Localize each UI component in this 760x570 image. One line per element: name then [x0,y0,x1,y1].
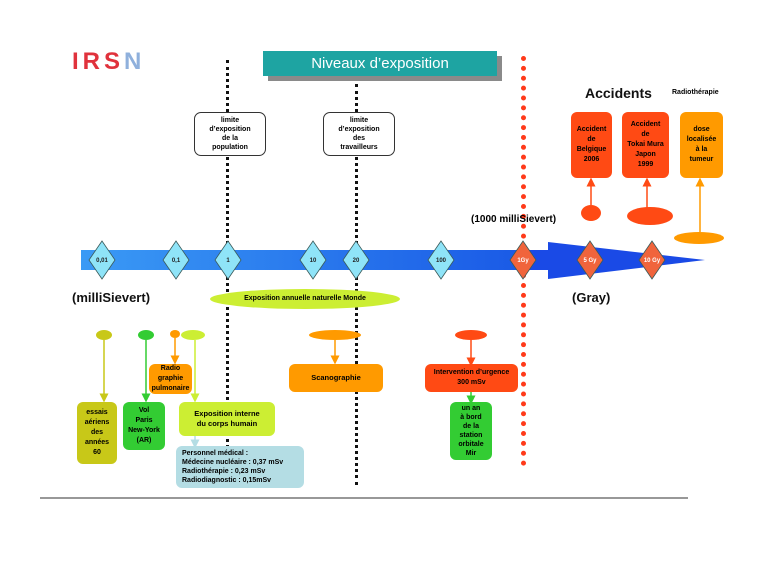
scale-mark-10: 10 [299,240,327,280]
essais-ellipse [96,330,112,340]
belgique-dose-ellipse [581,205,601,221]
scale-mark-100: 100 [427,240,455,280]
exposition-interne-box: Exposition interne du corps humain [179,402,275,436]
logo-accent-letter: N [124,48,146,75]
irsn-logo: IRSN [72,48,146,76]
scale-diamond [299,240,327,280]
scale-mark-label: 100 [436,258,447,264]
natural-exposure-label: Exposition annuelle naturelle Monde [244,295,366,302]
millisievert-unit-label: (milliSievert) [72,290,151,305]
scale-mark-10-gy: 10 Gy [638,240,666,280]
scale-mark-label: 0,01 [96,258,108,264]
population-limit-line [226,150,229,485]
accident-belgique-box: Accident de Belgique 2006 [571,112,612,178]
scale-diamond [638,240,666,280]
scanographie-ellipse [309,330,361,340]
intervention-urgence-box: Intervention d’urgence 300 mSv [425,364,518,392]
dose-tumeur-box: dose localisée à la tumeur [680,112,723,178]
scale-diamond [88,240,116,280]
scanographie-box: Scanographie [289,364,383,392]
scale-mark-label: 10 Gy [644,258,661,264]
scale-diamond [162,240,190,280]
accidents-heading: Accidents [585,85,652,101]
personnel-medical-box: Personnel médical : Médecine nucléaire :… [176,446,304,488]
essais-aeriens-box: essais aériens des années 60 [77,402,117,464]
scale-diamond [509,240,537,280]
exposition-interne-ellipse [181,330,205,340]
scale-mark-0-01: 0,01 [88,240,116,280]
intervention-ellipse [455,330,487,340]
population-limit-box: limite d’exposition de la population [194,112,266,156]
vol-paris-newyork-box: Vol Paris New-York (AR) [123,402,165,450]
scale-mark-label: 10 [310,258,317,264]
scale-diamond [342,240,370,280]
natural-exposure-ellipse [210,289,400,309]
gray-unit-label: (Gray) [572,290,611,305]
population-limit-line-top [226,60,229,112]
scale-mark-0-1: 0,1 [162,240,190,280]
scale-mark-20: 20 [342,240,370,280]
scale-mark-label: 1 [226,258,230,264]
scale-mark-1: 1 [214,240,242,280]
logo-text: IRS [72,48,125,75]
vol-ellipse [138,330,154,340]
radiographie-box: Radio graphie pulmonaire [149,364,192,394]
radio-ellipse [170,330,180,338]
accident-tokai-box: Accident de Tokai Mura Japon 1999 [622,112,669,178]
scale-mark-1gy: 1Gy [509,240,537,280]
scale-mark-label: 5 Gy [583,258,597,264]
scale-mark-label: 1Gy [517,258,529,264]
scale-diamond [576,240,604,280]
station-mir-box: un an à bord de la station orbitale Mir [450,402,492,460]
scale-mark-label: 20 [353,258,360,264]
scale-mark-label: 0,1 [172,258,181,264]
scale-diamond [214,240,242,280]
thousand-millisievert-label: (1000 milliSievert) [471,214,557,225]
scale-diamond [427,240,455,280]
scale-mark-5-gy: 5 Gy [576,240,604,280]
tumeur-dose-ellipse [674,232,724,244]
worker-limit-line [355,150,358,485]
page-title: Niveaux d’exposition [263,51,497,76]
worker-limit-box: limite d’exposition des travailleurs [323,112,395,156]
gray-axis-arrow [519,242,705,279]
worker-limit-line-top [355,84,358,112]
radiotherapie-heading: Radiothérapie [672,89,719,96]
tokai-dose-ellipse [627,207,673,225]
